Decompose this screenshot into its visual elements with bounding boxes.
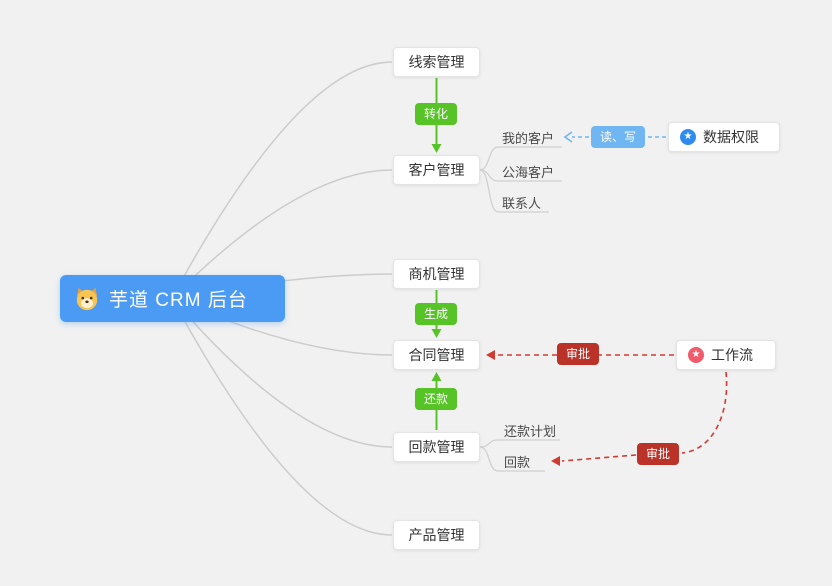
node-label: 工作流 <box>711 347 753 363</box>
red-dashed-arrow-repayment <box>551 371 728 466</box>
node-label: 产品管理 <box>408 527 465 543</box>
node-workflow[interactable]: ★ 工作流 <box>676 340 776 370</box>
customer-child-connectors <box>479 146 562 213</box>
node-data-permission[interactable]: ★ 数据权限 <box>668 122 780 152</box>
node-customer-management[interactable]: 客户管理 <box>393 155 480 185</box>
child-node-contacts[interactable]: 联系人 <box>502 196 542 211</box>
badge-read-write[interactable]: 读、写 <box>590 126 646 148</box>
badge-convert[interactable]: 转化 <box>414 103 458 125</box>
blue-dashed-arrow <box>563 131 666 143</box>
node-business-management[interactable]: 商机管理 <box>393 259 480 289</box>
child-node-repayment-plan[interactable]: 还款计划 <box>504 424 557 439</box>
root-node-crm-backend[interactable]: 芋道 CRM 后台 <box>60 275 285 322</box>
child-node-my-customers[interactable]: 我的客户 <box>502 131 555 146</box>
node-label: 回款管理 <box>408 439 465 455</box>
receivable-child-connectors <box>479 439 560 472</box>
root-node-label: 芋道 CRM 后台 <box>109 290 248 311</box>
node-contract-management[interactable]: 合同管理 <box>393 340 480 370</box>
node-product-management[interactable]: 产品管理 <box>393 520 480 550</box>
green-arrowheads <box>431 144 442 381</box>
badge-generate[interactable]: 生成 <box>414 303 458 325</box>
badge-approve-contract[interactable]: 审批 <box>556 343 600 365</box>
child-node-public-customers[interactable]: 公海客户 <box>502 165 555 180</box>
badge-approve-repayment[interactable]: 审批 <box>636 443 680 465</box>
badge-repay[interactable]: 还款 <box>414 388 458 410</box>
node-label: 数据权限 <box>703 129 759 145</box>
node-label: 商机管理 <box>408 266 465 282</box>
node-receivable-management[interactable]: 回款管理 <box>393 432 480 462</box>
star-icon: ★ <box>680 129 696 145</box>
node-clue-management[interactable]: 线索管理 <box>393 47 480 77</box>
shiba-dog-icon <box>74 286 100 312</box>
node-label: 客户管理 <box>408 162 465 178</box>
node-label: 合同管理 <box>408 347 465 363</box>
star-icon: ★ <box>688 347 704 363</box>
node-label: 线索管理 <box>408 54 465 70</box>
child-node-repayment[interactable]: 回款 <box>504 455 531 470</box>
